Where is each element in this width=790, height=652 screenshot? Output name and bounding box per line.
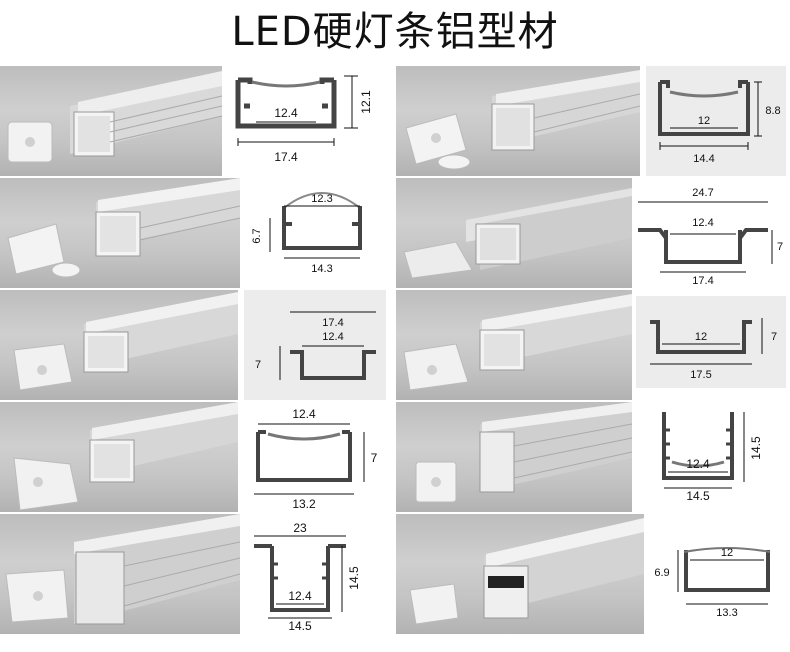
- product-photo: [0, 290, 238, 400]
- dim-inner: 12.4: [288, 589, 312, 603]
- profile-photo-illustration: [405, 70, 640, 170]
- dim-height: 14.5: [347, 566, 361, 590]
- dimension-drawing: 12.4 13.2 7: [244, 402, 386, 512]
- dim-height: 7: [255, 359, 261, 371]
- dim-bottom: 14.5: [686, 489, 710, 503]
- product-panel-2: 12 14.4 8.8: [396, 66, 790, 176]
- product-panel-5: 17.4 12.4 7: [0, 290, 390, 400]
- profile-cross-section: 12.4 14.5 14.5: [662, 412, 763, 503]
- profile-cross-section: 12.4 13.2 7: [254, 407, 378, 511]
- dimension-drawing: 24.7 12.4 17.4 7: [634, 178, 786, 288]
- profile-cross-section: 12.3 14.3 6.7: [251, 192, 362, 275]
- dim-bottom: 17.4: [274, 150, 298, 164]
- dim-top: 12.4: [292, 407, 316, 421]
- dim-bottom: 17.4: [692, 275, 713, 287]
- product-photo: [396, 402, 632, 512]
- profile-photo-illustration: [403, 188, 632, 279]
- product-panel-3: 12.3 14.3 6.7: [0, 178, 390, 288]
- product-photo: [396, 290, 632, 400]
- dim-height: 6.9: [654, 567, 669, 579]
- dim-height: 7: [777, 241, 783, 253]
- dim-top: 23: [293, 521, 307, 535]
- page-title: LED硬灯条铝型材: [231, 9, 559, 55]
- profile-photo-illustration: [13, 292, 238, 391]
- dimension-drawing: 12.4 14.5 14.5: [636, 402, 786, 512]
- dim-height: 12.1: [359, 90, 373, 114]
- dim-height: 8.8: [765, 105, 780, 117]
- profile-cross-section: 17.4 12.4 7: [255, 311, 376, 380]
- dim-inner: 12: [695, 331, 707, 343]
- dim-inner: 12.4: [274, 106, 298, 120]
- profile-photo-illustration: [13, 402, 238, 511]
- dim-bottom: 13.2: [292, 497, 316, 511]
- dim-height: 14.5: [749, 436, 763, 460]
- profile-photo-illustration: [5, 514, 240, 625]
- dim-bottom: 17.5: [690, 369, 711, 381]
- product-panel-4: 24.7 12.4 17.4 7: [396, 178, 790, 288]
- product-photo: [396, 66, 640, 176]
- product-panel-10: 12 13.3 6.9: [396, 514, 790, 634]
- dim-top: 17.4: [322, 317, 343, 329]
- dimension-drawing: 12.4 17.4 12.1: [224, 66, 384, 176]
- dim-inner: 12.4: [322, 331, 343, 343]
- product-photo: [0, 66, 222, 176]
- product-panel-1: 12.4 17.4 12.1: [0, 66, 390, 176]
- product-photo: [0, 514, 240, 634]
- profile-photo-illustration: [409, 518, 644, 625]
- product-panel-8: 12.4 14.5 14.5: [396, 402, 790, 512]
- dim-bottom: 14.5: [288, 619, 312, 630]
- dim-top: 24.7: [692, 187, 713, 199]
- dim-inner: 12.4: [686, 457, 710, 471]
- dim-bottom: 14.3: [311, 263, 332, 275]
- profile-cross-section: 12 14.4 8.8: [658, 80, 781, 165]
- dimension-drawing: 23 12.4 14.5 14.5: [246, 520, 372, 630]
- profile-photo-illustration: [403, 294, 632, 391]
- dimension-drawing: 17.4 12.4 7: [244, 290, 386, 400]
- dim-bottom: 13.3: [716, 607, 737, 619]
- profile-cross-section: 12.4 17.4 12.1: [235, 75, 373, 164]
- product-photo: [396, 178, 632, 288]
- product-photo: [396, 514, 644, 634]
- product-photo: [0, 178, 240, 288]
- dim-inner: 12: [698, 115, 710, 127]
- dim-height: 7: [771, 331, 777, 343]
- dim-height: 7: [371, 451, 378, 465]
- dimension-drawing: 12 13.3 6.9: [648, 524, 786, 620]
- dimension-drawing: 12.3 14.3 6.7: [244, 178, 386, 288]
- profile-photo-illustration: [7, 71, 222, 163]
- product-panel-7: 12.4 13.2 7: [0, 402, 390, 512]
- dim-inner: 12: [721, 547, 733, 559]
- profile-cross-section: 24.7 12.4 17.4 7: [638, 187, 783, 287]
- product-panel-9: 23 12.4 14.5 14.5: [0, 514, 390, 634]
- dimension-drawing: 12 17.5 7: [636, 296, 786, 388]
- profile-photo-illustration: [415, 402, 632, 503]
- dim-top: 12.3: [311, 193, 332, 205]
- profile-cross-section: 12 17.5 7: [650, 318, 777, 381]
- product-photo: [0, 402, 238, 512]
- dim-height: 6.7: [251, 228, 263, 243]
- profile-cross-section: 12 13.3 6.9: [654, 547, 771, 619]
- dim-bottom: 14.4: [693, 153, 714, 165]
- profile-cross-section: 23 12.4 14.5 14.5: [254, 521, 361, 630]
- dim-inner: 12.4: [692, 217, 713, 229]
- profile-photo-illustration: [7, 178, 240, 278]
- product-panel-6: 12 17.5 7: [396, 290, 790, 400]
- dimension-drawing: 12 14.4 8.8: [646, 66, 786, 176]
